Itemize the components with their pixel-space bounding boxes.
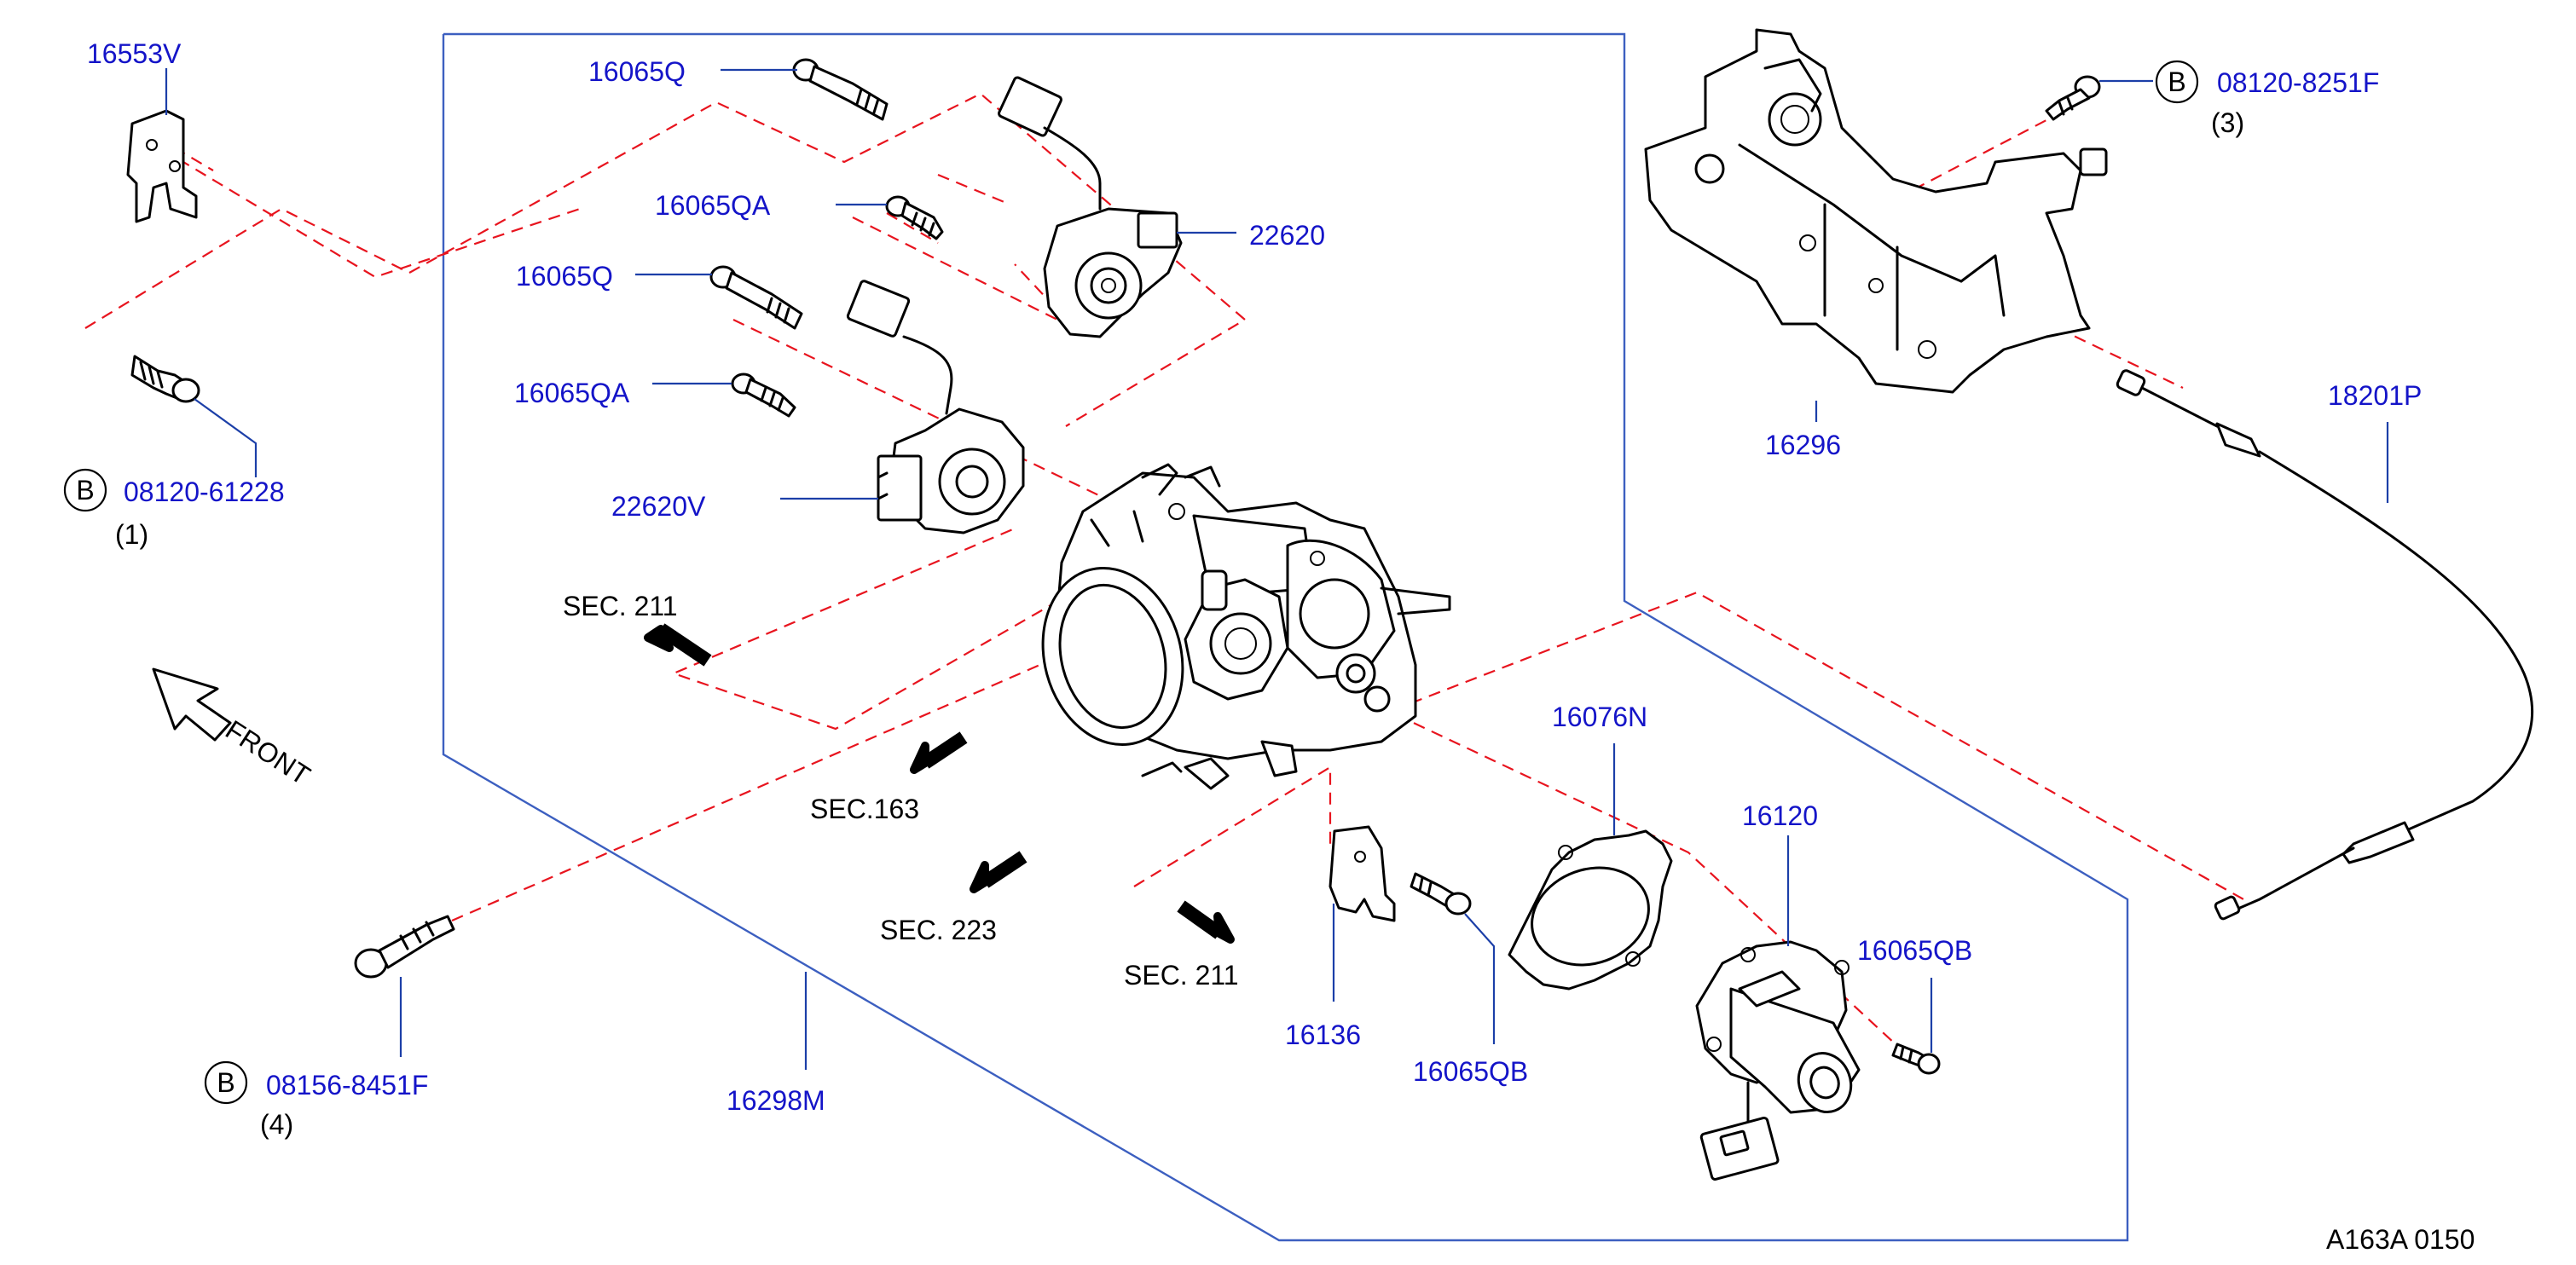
bolt-16065Q-mid-icon xyxy=(709,265,803,330)
arrow-sec211-lower-icon xyxy=(1177,900,1235,944)
throttle-body-icon xyxy=(1041,463,1451,790)
cable-18201P-icon xyxy=(2116,369,2534,921)
label-16065Q-top: 16065Q xyxy=(588,56,686,87)
label-18201P: 18201P xyxy=(2328,380,2422,411)
sec-211-upper: SEC. 211 xyxy=(563,591,678,621)
front-label: FRONT xyxy=(220,714,315,791)
bolt-08120-8251F-icon xyxy=(2045,75,2101,121)
bolt-16065QB-right-icon xyxy=(1891,1043,1941,1075)
sensor-22620-icon xyxy=(998,76,1183,338)
arrow-sec223-icon xyxy=(970,851,1028,893)
label-16553V: 16553V xyxy=(87,38,182,69)
bolt-16065QA-top-icon xyxy=(885,195,944,240)
motor-16120-icon xyxy=(1695,940,1861,1181)
label-16065QB-left: 16065QB xyxy=(1413,1056,1528,1087)
gasket-16076N-icon xyxy=(1508,829,1673,991)
leader-lines xyxy=(165,68,2389,1070)
label-16136: 16136 xyxy=(1285,1020,1361,1050)
front-arrow-icon xyxy=(152,667,232,742)
svg-text:B: B xyxy=(2168,66,2185,97)
assembly-frame xyxy=(442,32,2129,1242)
bracket-16553V-icon xyxy=(126,109,198,223)
sec-223: SEC. 223 xyxy=(880,915,997,945)
svg-text:B: B xyxy=(217,1067,234,1098)
label-08120-8251F: 08120-8251F xyxy=(2217,67,2379,98)
bracket-16296-icon xyxy=(1644,28,2108,394)
label-qty-4: (4) xyxy=(260,1109,293,1140)
label-16065Q-mid: 16065Q xyxy=(516,261,613,292)
label-08156-8451F: 08156-8451F xyxy=(266,1070,428,1100)
label-qty-3: (3) xyxy=(2211,107,2244,138)
label-qty-1: (1) xyxy=(115,519,148,550)
label-16065QB-right: 16065QB xyxy=(1857,935,1972,966)
bolt-16065QB-left-icon xyxy=(1410,872,1472,916)
bolt-08156-8451F-icon xyxy=(354,915,455,979)
sensor-22620V-icon xyxy=(846,280,1025,534)
label-22620: 22620 xyxy=(1249,220,1325,251)
bolt-08120-61228-icon xyxy=(130,355,200,403)
label-16076N: 16076N xyxy=(1552,702,1647,732)
label-16298M: 16298M xyxy=(726,1085,825,1116)
sec-arrows xyxy=(644,623,1235,944)
bracket-16136-icon xyxy=(1329,825,1396,922)
circle-b-marker-1: B xyxy=(63,468,107,512)
diagram-reference-code: A163A 0150 xyxy=(2326,1224,2475,1255)
arrow-sec163-icon xyxy=(910,731,968,774)
label-16120: 16120 xyxy=(1742,800,1818,831)
bolt-16065QA-mid-icon xyxy=(731,373,796,418)
arrow-sec211-upper-icon xyxy=(644,623,712,667)
label-16065QA-mid: 16065QA xyxy=(514,378,630,408)
circle-b-marker-4: B xyxy=(204,1060,248,1105)
svg-text:B: B xyxy=(76,475,94,505)
bolt-16065Q-top-icon xyxy=(792,58,889,121)
circle-b-marker-3: B xyxy=(2155,60,2199,104)
label-16296: 16296 xyxy=(1765,430,1841,460)
label-16065QA-top: 16065QA xyxy=(655,190,771,221)
label-22620V: 22620V xyxy=(611,491,706,522)
label-08120-61228: 08120-61228 xyxy=(124,477,285,507)
sec-211-lower: SEC. 211 xyxy=(1124,960,1239,991)
sec-163: SEC.163 xyxy=(810,794,919,824)
